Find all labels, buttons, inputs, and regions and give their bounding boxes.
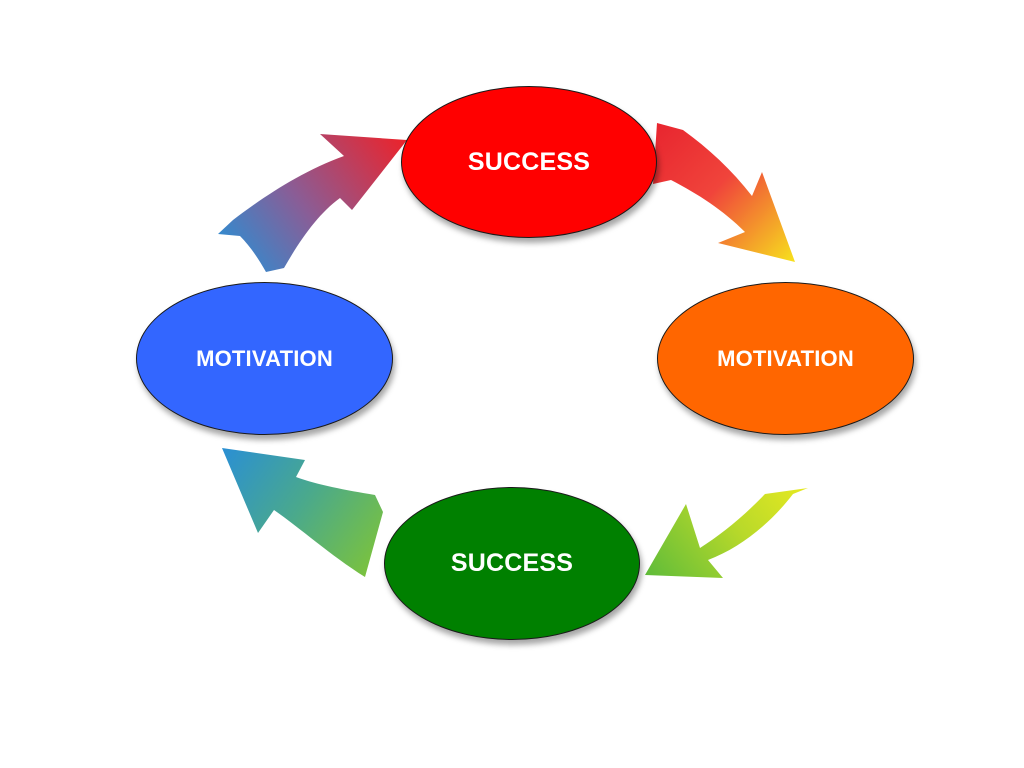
node-motivation-left: MOTIVATION <box>136 282 393 435</box>
node-success-bottom: SUCCESS <box>384 487 640 640</box>
node-motivation-right: MOTIVATION <box>657 282 914 435</box>
arrow-success-to-motivation-left <box>222 448 383 577</box>
node-label: MOTIVATION <box>717 345 854 371</box>
arrow-success-to-motivation <box>653 123 795 262</box>
node-label: SUCCESS <box>450 549 574 577</box>
node-label: MOTIVATION <box>196 345 333 371</box>
arrow-motivation-to-success-top <box>218 134 407 272</box>
arrow-motivation-to-success-bottom <box>645 488 808 578</box>
node-label: SUCCESS <box>467 147 591 176</box>
node-success-top: SUCCESS <box>401 86 657 238</box>
